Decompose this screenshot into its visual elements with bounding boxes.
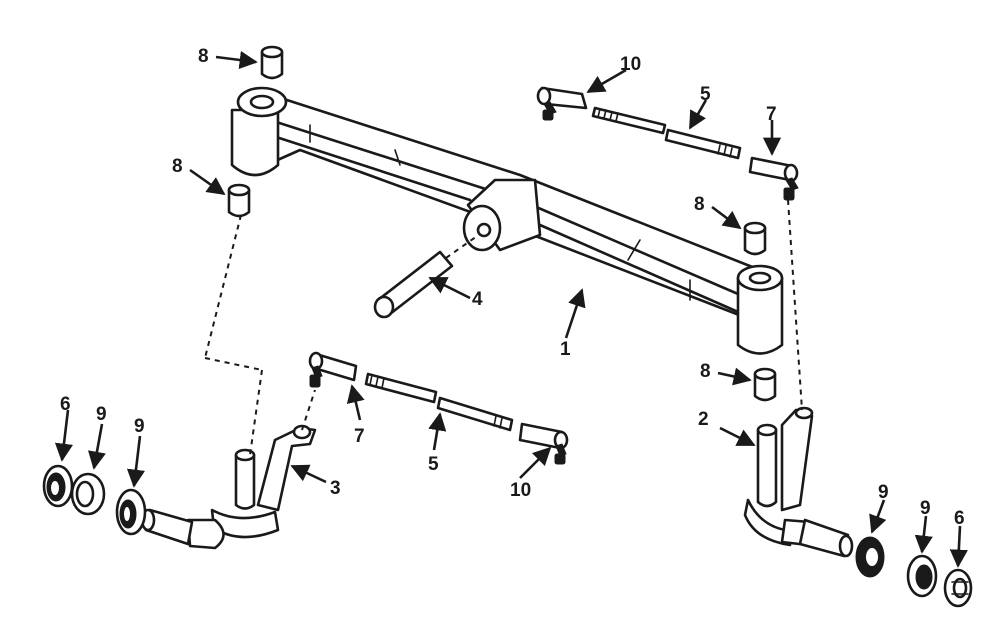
callout-bushing-top-right: 8 <box>694 194 705 215</box>
tie-rod-end-bottom <box>518 422 569 465</box>
bushing-bottom-left <box>227 183 251 218</box>
tie-rod-top-left-threaded <box>591 106 667 135</box>
callout-tie-rod-right: 5 <box>700 84 711 105</box>
pivot-pin <box>373 233 481 319</box>
callout-bearing-right-a: 9 <box>878 482 889 503</box>
callout-bearing-right-b: 9 <box>920 498 931 519</box>
outer-bearing-left <box>42 464 74 508</box>
callout-bushing-bottom-right: 8 <box>700 361 711 382</box>
bearing-right-a <box>855 536 885 578</box>
bearing-left-a <box>70 472 106 516</box>
spindle-right <box>743 199 854 558</box>
axle-beam <box>230 86 784 355</box>
callout-ball-joint-right: 7 <box>766 104 777 125</box>
ball-joint-top <box>748 156 799 201</box>
tie-rod-bottom-left-threaded <box>364 372 438 404</box>
callout-bushing-top-left: 8 <box>198 46 209 67</box>
bushing-top-left <box>260 45 284 80</box>
callout-axle: 1 <box>560 339 571 360</box>
callout-spindle-left: 3 <box>330 478 341 499</box>
callout-bushing-bottom-left: 8 <box>172 156 183 177</box>
callout-bearing-left-b: 9 <box>134 416 145 437</box>
callout-tie-rod-end-right: 10 <box>620 54 641 75</box>
callout-outer-bearing-right: 6 <box>954 508 965 529</box>
bearing-left-b <box>115 488 147 536</box>
callout-outer-bearing-left: 6 <box>60 394 71 415</box>
tie-rod-end-top <box>536 86 588 121</box>
callout-spindle-right: 2 <box>698 409 709 430</box>
callout-bearing-left-a: 9 <box>96 404 107 425</box>
ball-joint-bottom <box>308 351 358 388</box>
leader-arrows <box>54 50 968 568</box>
callouts: 1 2 3 4 5 5 6 6 7 7 8 8 8 8 9 9 9 9 10 1… <box>60 46 965 529</box>
outer-bearing-right <box>943 568 973 608</box>
tie-rod-bottom-right-threaded <box>436 396 514 432</box>
bushing-top-right <box>743 221 767 256</box>
tie-rod-top-right-threaded <box>664 128 742 160</box>
spindle-left <box>140 214 317 550</box>
bearing-right-b <box>906 554 938 598</box>
callout-tie-rod-end-left: 10 <box>510 480 531 501</box>
bushing-bottom-right <box>753 367 777 402</box>
callout-tie-rod-left: 5 <box>428 454 439 475</box>
callout-pivot-pin: 4 <box>472 289 483 310</box>
callout-ball-joint-left: 7 <box>354 426 365 447</box>
